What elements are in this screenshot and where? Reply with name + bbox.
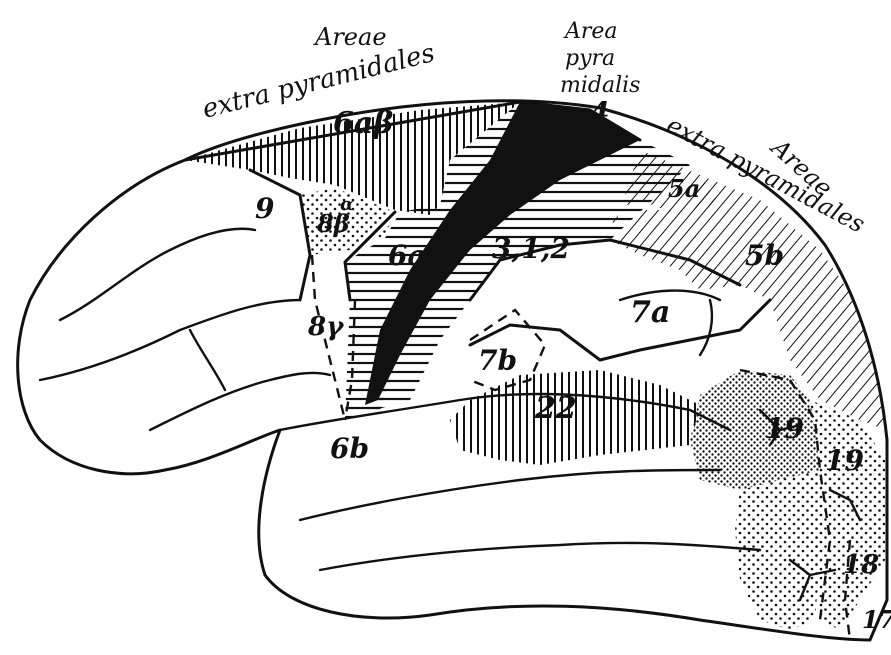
heading-area: Area: [563, 19, 618, 44]
heading-areae-top: Areae: [313, 23, 387, 51]
label-9: 9: [255, 192, 274, 225]
boundary-9-8: [250, 170, 310, 300]
inferior-temporal-sulcus: [320, 543, 760, 570]
label-5b: 5b: [745, 239, 784, 272]
label-19-inner: 19: [765, 412, 804, 445]
heading-area-number: 4: [590, 96, 609, 129]
label-7b: 7b: [478, 344, 517, 377]
frontal-sulcus-4: [190, 330, 225, 390]
label-8g: 8γ: [307, 312, 345, 342]
heading-extra-pyramidales-left: extra pyramidales: [199, 38, 437, 125]
label-312: 3,1,2: [492, 232, 570, 265]
label-7a: 7a: [630, 295, 670, 330]
label-5a: 5a: [668, 174, 700, 203]
parietal-sulcus-2: [700, 300, 712, 355]
frontal-sulcus-2: [40, 300, 300, 380]
frontal-sulcus-1: [60, 229, 255, 320]
heading-pyra: pyra: [565, 46, 615, 71]
label-8ab-beta: 8β: [316, 209, 350, 238]
label-19-outer: 19: [825, 444, 864, 477]
label-18: 18: [843, 550, 879, 580]
superior-temporal-sulcus: [300, 470, 720, 520]
label-17: 17: [862, 605, 891, 634]
heading-midalis: midalis: [560, 73, 640, 98]
frontal-sulcus-3: [150, 373, 330, 430]
region-19-outer: [810, 400, 885, 630]
label-22: 22: [534, 391, 577, 426]
label-6ab: 6aβ: [333, 106, 393, 141]
label-6b: 6b: [330, 432, 369, 465]
label-6aa: 6aα: [388, 239, 447, 272]
